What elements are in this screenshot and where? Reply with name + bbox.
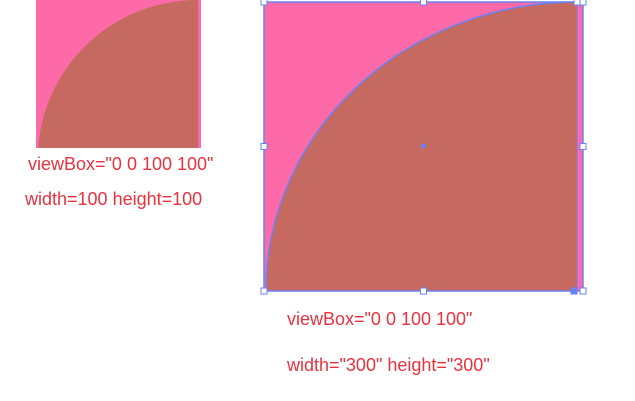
handle-bottom-inner-right[interactable] (570, 287, 578, 295)
large-size-label: width="300" height="300" (287, 355, 490, 375)
small-viewbox-label: viewBox="0 0 100 100" (28, 154, 214, 174)
small-quarter-arc (38, 0, 198, 148)
handle-bottom-middle[interactable] (420, 287, 427, 295)
handle-top-middle[interactable] (420, 0, 427, 6)
large-viewbox-label: viewBox="0 0 100 100" (287, 309, 473, 329)
handle-middle-right[interactable] (579, 143, 587, 150)
handle-top-right[interactable] (579, 0, 587, 6)
handle-bottom-left[interactable] (260, 287, 268, 295)
handle-middle-left[interactable] (260, 143, 268, 150)
handle-top-left[interactable] (260, 0, 268, 6)
handle-top-inner-right[interactable] (573, 0, 581, 6)
selection-handles[interactable] (260, 0, 587, 295)
small-size-label: width=100 height=100 (25, 189, 203, 209)
handle-bottom-right[interactable] (579, 287, 587, 295)
center-point[interactable] (421, 143, 426, 149)
arc-outline (265, 1, 578, 292)
